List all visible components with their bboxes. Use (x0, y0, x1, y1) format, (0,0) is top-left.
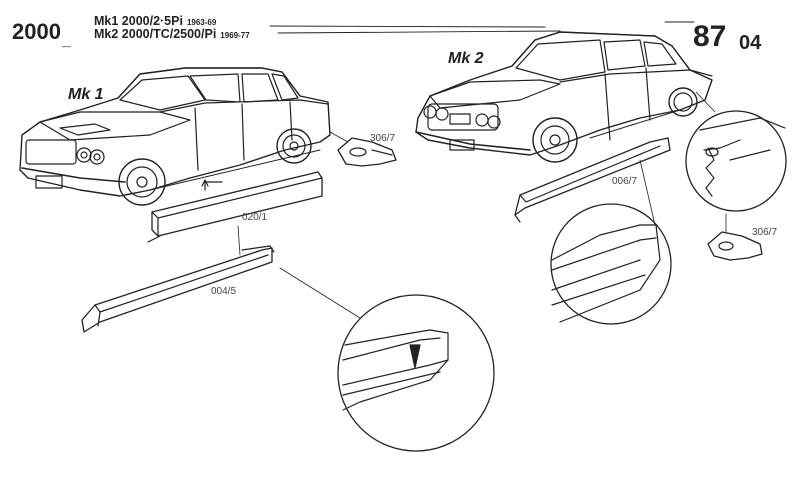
part-306-left: 306/7 (370, 133, 396, 144)
mk2-bracket-part (707, 213, 763, 261)
section-number: 04 (739, 32, 762, 54)
mk2-header-label: Mk2 2000/TC/2500/Pi (94, 27, 217, 41)
mk1-sill-panel-020 (147, 171, 323, 243)
mk1-header-years: 1963-69 (186, 18, 217, 27)
mk1-label: Mk 1 (68, 86, 104, 103)
mk2-detail-circle (550, 203, 672, 325)
part-004: 004/5 (211, 286, 237, 297)
page-number: 87 (693, 20, 727, 53)
leader-020 (237, 225, 241, 256)
leader-004-detail (279, 267, 361, 319)
mk1-header-label: Mk1 2000/2·5Pi (94, 14, 183, 28)
part-020: 020/1 (242, 212, 268, 223)
mk2-label: Mk 2 (448, 50, 484, 67)
mk2-header-years: 1969-77 (220, 31, 250, 40)
leader-006 (639, 159, 656, 226)
mk2-car-illustration (415, 31, 713, 163)
mk2-arch-detail-circle (685, 91, 787, 212)
model-title: 2000 (12, 19, 61, 44)
mk2-sill-panel-006 (514, 137, 671, 223)
mk1-outer-sill-004 (81, 245, 275, 333)
header-rule-mk1 (269, 25, 546, 28)
header-rule-mk2 (277, 30, 561, 34)
mk1-bracket-part (329, 131, 397, 167)
model-dash: _ (62, 32, 71, 49)
part-306-right: 306/7 (752, 227, 778, 238)
mk1-detail-circle (337, 294, 495, 452)
mk1-car-illustration (19, 67, 331, 206)
part-006: 006/7 (612, 176, 638, 187)
